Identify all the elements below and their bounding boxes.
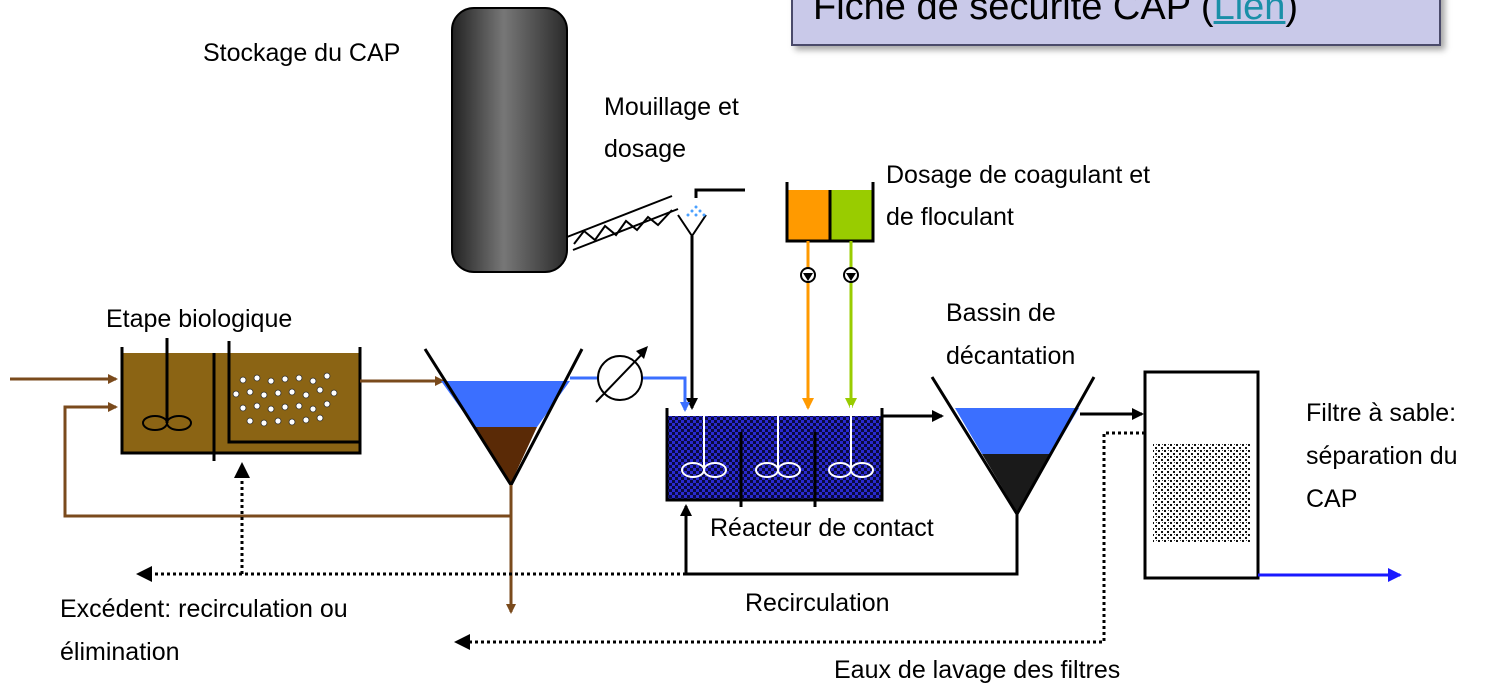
title-prefix: Fiche de sécurité CAP ( [813, 0, 1214, 28]
dotted-arrowhead-wash [454, 634, 470, 650]
label-recirculation: Recirculation [745, 589, 890, 617]
coagulant-tanks [785, 182, 875, 410]
flow-meter [595, 346, 648, 403]
label-stockage: Stockage du CAP [203, 39, 401, 67]
label-filtre-3: CAP [1306, 485, 1358, 513]
label-filtre-1: Filtre à sable: [1306, 399, 1457, 427]
label-mouillage-2: dosage [604, 135, 687, 163]
label-dosage-coag-2: de floculant [886, 203, 1014, 231]
label-excedent-1: Excédent: recirculation ou [60, 595, 348, 623]
label-mouillage-1: Mouillage et [604, 93, 739, 121]
contact-reactor [665, 405, 884, 507]
label-reacteur: Réacteur de contact [710, 514, 934, 542]
safety-sheet-title: Fiche de sécurité CAP (Lien) [813, 0, 1298, 32]
dotted-arrowhead-excess [136, 566, 152, 582]
dotted-lines [150, 431, 1145, 644]
label-etape-bio: Etape biologique [106, 305, 293, 333]
label-dosage-coag-1: Dosage de coagulant et [886, 161, 1151, 189]
safety-sheet-box: Fiche de sécurité CAP (Lien) [791, 0, 1441, 46]
safety-sheet-link[interactable]: Lien [1213, 0, 1286, 28]
screw-conveyor [566, 195, 679, 251]
label-eaux-lavage: Eaux de lavage des filtres [834, 656, 1121, 684]
label-bassin-2: décantation [946, 342, 1076, 370]
label-excedent-2: élimination [60, 638, 180, 666]
clarifier-1 [423, 348, 584, 614]
dotted-arrowhead-up [234, 462, 250, 478]
clarifier-2 [930, 376, 1096, 517]
label-filtre-2: séparation du [1306, 442, 1458, 470]
title-suffix: ) [1285, 0, 1299, 28]
dosing-funnel [677, 188, 745, 410]
sand-filter [1143, 370, 1260, 580]
label-bassin-1: Bassin de [946, 299, 1056, 327]
silo [451, 7, 568, 273]
bio-tank [120, 338, 362, 461]
recirculation-line [680, 504, 1019, 576]
